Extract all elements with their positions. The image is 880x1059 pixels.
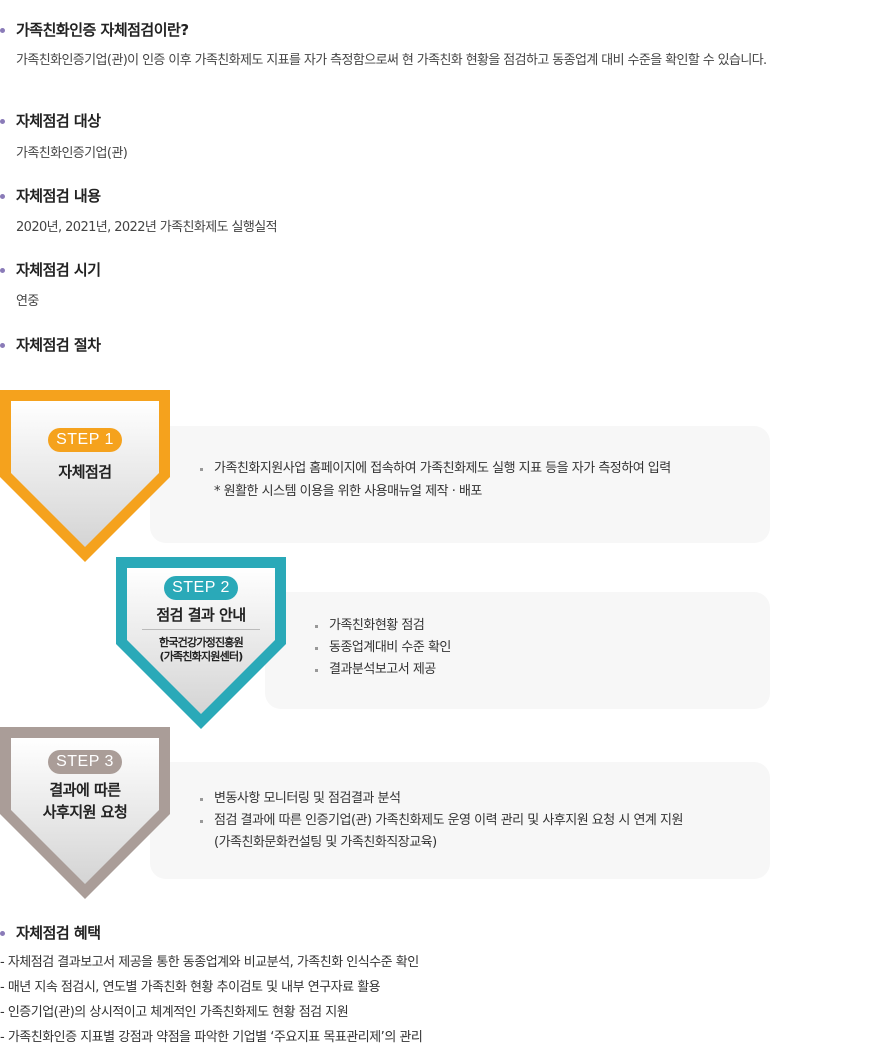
step1-note: * 원활한 시스템 이용을 위한 사용매뉴얼 제작 · 배포 [214, 484, 482, 499]
benefit-item: - 가족친화인증 지표별 강점과 약점을 파악한 기업별 ‘주요지표 목표관리제… [0, 1030, 423, 1045]
step3-shield-icon [0, 727, 170, 899]
section-title-text: 자체점검 혜택 [16, 924, 101, 942]
step2-shield: STEP 2 점검 결과 안내 한국건강가정진흥원 (가족친화지원센터) [116, 557, 286, 729]
benefit-item: - 자체점검 결과보고서 제공을 통한 동종업계와 비교분석, 가족친화 인식수… [0, 955, 419, 970]
section-title-intro: 가족친화인증 자체점검이란? [0, 20, 189, 40]
bullet-dot-icon [0, 28, 5, 33]
step2-name: 점검 결과 안내 [156, 606, 246, 624]
bullet-dot-icon [0, 343, 5, 348]
benefit-item: - 매년 지속 점검시, 연도별 가족친화 현황 추이검토 및 내부 연구자료 … [0, 980, 381, 995]
step3-name-line1: 결과에 따른 [49, 781, 121, 799]
step2-item: 동종업계대비 수준 확인 [315, 637, 451, 659]
section-title-benefits: 자체점검 혜택 [0, 923, 101, 943]
step3-shield: STEP 3 결과에 따른 사후지원 요청 [0, 727, 170, 899]
section-title-text: 자체점검 내용 [16, 187, 101, 205]
step1-item: 가족친화지원사업 홈페이지에 접속하여 가족친화제도 실행 지표 등을 자가 측… [200, 458, 671, 480]
step1-card: 가족친화지원사업 홈페이지에 접속하여 가족친화제도 실행 지표 등을 자가 측… [150, 426, 770, 543]
step2-item: 결과분석보고서 제공 [315, 659, 451, 681]
section-title-procedure: 자체점검 절차 [0, 335, 101, 355]
step2-sub2: (가족친화지원센터) [159, 650, 243, 663]
section-body-target: 가족친화인증기업(관) [16, 146, 128, 161]
step3-item: 변동사항 모니터링 및 점검결과 분석 [200, 788, 683, 810]
bullet-dot-icon [0, 931, 5, 936]
step3-item: 점검 결과에 따른 인증기업(관) 가족친화제도 운영 이력 관리 및 사후지원… [200, 810, 683, 832]
bullet-dot-icon [0, 194, 5, 199]
step2-label: STEP 2 [164, 576, 238, 600]
section-title-text: 자체점검 시기 [16, 261, 101, 279]
step2-shield-icon [116, 557, 286, 729]
step1-shield: STEP 1 자체점검 [0, 390, 170, 562]
section-body-intro: 가족친화인증기업(관)이 인증 이후 가족친화제도 지표를 자가 측정함으로써 … [16, 53, 767, 68]
section-title-timing: 자체점검 시기 [0, 260, 101, 280]
step3-label: STEP 3 [48, 750, 122, 774]
step2-card: 가족친화현황 점검 동종업계대비 수준 확인 결과분석보고서 제공 [265, 592, 770, 709]
bullet-dot-icon [0, 119, 5, 124]
step2-sub1: 한국건강가정진흥원 [159, 636, 244, 649]
section-body-timing: 연중 [16, 294, 39, 309]
bullet-dot-icon [0, 268, 5, 273]
section-title-content: 자체점검 내용 [0, 186, 101, 206]
step1-name: 자체점검 [58, 463, 112, 481]
section-title-text: 자체점검 절차 [16, 336, 101, 354]
step3-name-line2: 사후지원 요청 [42, 803, 128, 821]
section-title-target: 자체점검 대상 [0, 111, 101, 131]
benefit-item: - 인증기업(관)의 상시적이고 체계적인 가족친화제도 현황 점검 지원 [0, 1005, 349, 1020]
step3-note: (가족친화문화컨설팅 및 가족친화직장교육) [214, 835, 437, 850]
step1-label: STEP 1 [48, 428, 122, 452]
step3-card: 변동사항 모니터링 및 점검결과 분석 점검 결과에 따른 인증기업(관) 가족… [150, 762, 770, 879]
step2-divider [142, 629, 260, 630]
section-body-content: 2020년, 2021년, 2022년 가족친화제도 실행실적 [16, 220, 278, 235]
section-title-text: 자체점검 대상 [16, 112, 101, 130]
section-title-text: 가족친화인증 자체점검이란? [16, 21, 189, 39]
step2-item: 가족친화현황 점검 [315, 615, 451, 637]
